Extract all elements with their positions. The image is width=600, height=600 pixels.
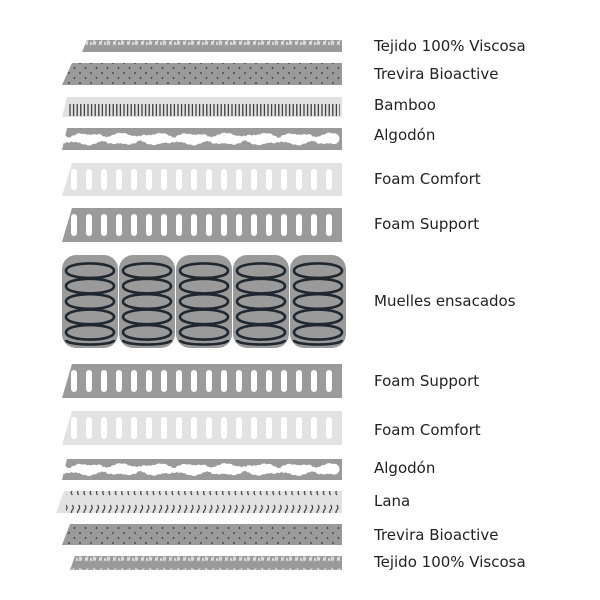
viscose-fabric-layer-icon [82, 40, 342, 52]
viscose-fabric-layer-icon [70, 556, 342, 570]
trevira-layer-icon [62, 63, 342, 85]
spring-coil-icon [64, 262, 116, 346]
spring-coil-icon [235, 262, 287, 346]
layer-label: Algodón [374, 126, 436, 144]
layer-label: Foam Support [374, 215, 480, 233]
spring-coil-icon [292, 262, 344, 346]
layer-label: Foam Support [374, 372, 480, 390]
spring-coil-icon [121, 262, 173, 346]
wool-layer-icon [56, 491, 342, 513]
spring-pocket [62, 255, 118, 348]
layer-label: Lana [374, 492, 411, 510]
layer-label: Tejido 100% Viscosa [374, 37, 526, 55]
layer-label: Foam Comfort [374, 421, 481, 439]
layer-label: Algodón [374, 459, 436, 477]
foam-support-layer-icon [62, 364, 342, 398]
pocket-springs-layer-icon [62, 255, 346, 348]
foam-comfort-layer-icon [62, 411, 342, 445]
cotton-layer-icon [60, 459, 342, 480]
cotton-layer-icon [60, 128, 342, 150]
trevira-layer-icon [62, 524, 342, 545]
layer-label: Bamboo [374, 96, 436, 114]
spring-coil-icon [178, 262, 230, 346]
layer-label: Muelles ensacados [374, 292, 516, 310]
spring-pocket [233, 255, 289, 348]
layer-label: Trevira Bioactive [374, 526, 499, 544]
spring-pocket [176, 255, 232, 348]
spring-pocket [119, 255, 175, 348]
layer-label: Tejido 100% Viscosa [374, 553, 526, 571]
foam-support-layer-icon [62, 208, 342, 242]
layer-label: Foam Comfort [374, 170, 481, 188]
bamboo-layer-icon [62, 97, 342, 117]
spring-pocket [290, 255, 346, 348]
layer-label: Trevira Bioactive [374, 65, 499, 83]
foam-comfort-layer-icon [62, 163, 342, 196]
